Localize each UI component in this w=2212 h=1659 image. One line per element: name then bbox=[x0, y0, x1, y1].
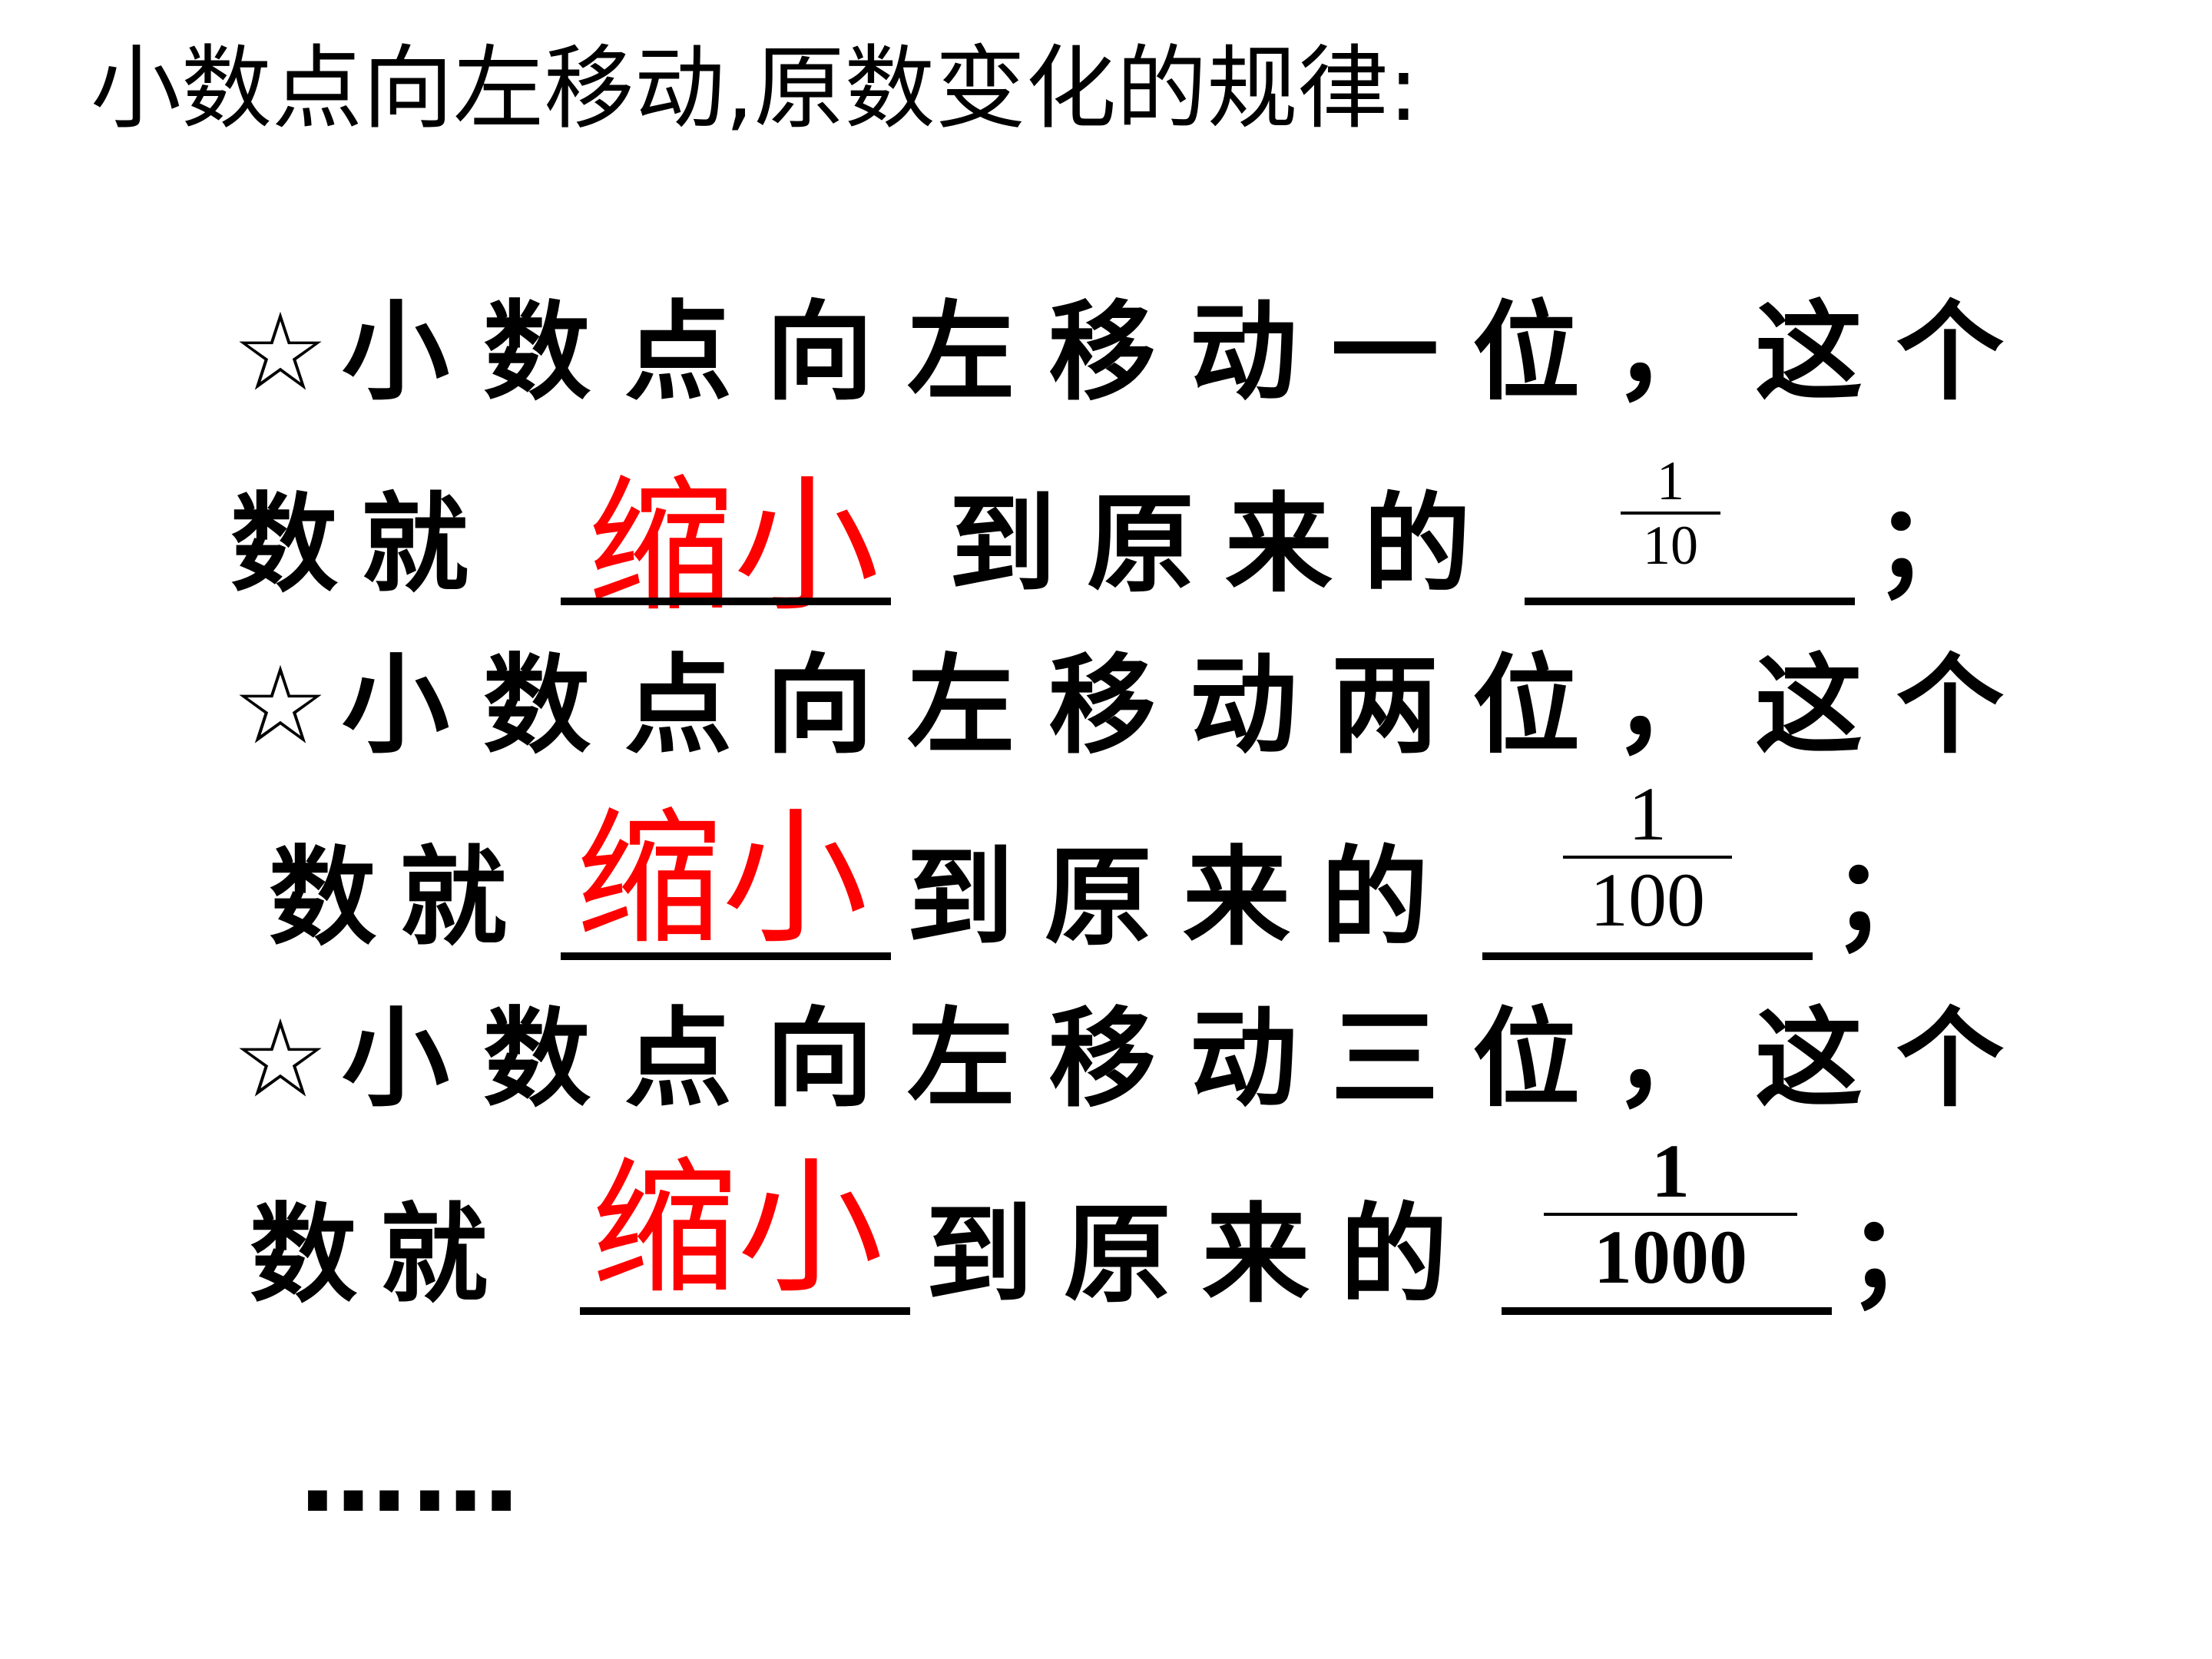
rule-2-prefix: 数就 bbox=[269, 836, 531, 961]
fraction-denominator: 100 bbox=[1590, 857, 1705, 942]
star-icon: ☆ bbox=[232, 997, 329, 1122]
rule-1-fraction-blank bbox=[1525, 598, 1855, 605]
page-title: 小数点向左移动,原数变化的规律: bbox=[91, 35, 1419, 141]
fraction-bar bbox=[1544, 1213, 1797, 1216]
rule-3-sentence-text: 小数点向左移动三位，这个 bbox=[342, 997, 2038, 1122]
rule-1-sentence-text: 小数点向左移动一位，这个 bbox=[342, 290, 2038, 416]
rule-2-fraction: 1 100 bbox=[1563, 776, 1732, 939]
rule-1-sentence: ☆小数点向左移动一位，这个 bbox=[219, 292, 2038, 415]
ellipsis: …… bbox=[300, 1412, 524, 1537]
rule-1-middle: 到原来的 bbox=[949, 482, 1502, 608]
fraction-numerator: 1 bbox=[1657, 450, 1684, 512]
star-icon: ☆ bbox=[232, 290, 329, 416]
fraction-bar bbox=[1621, 512, 1720, 515]
rule-3-prefix: 数就 bbox=[250, 1193, 512, 1318]
rule-2-end: ； bbox=[1832, 836, 1940, 961]
fraction-denominator: 1000 bbox=[1594, 1214, 1747, 1300]
rule-3-middle: 到原来的 bbox=[926, 1193, 1479, 1318]
rule-1-end: ； bbox=[1874, 482, 1982, 608]
rule-2-sentence: ☆小数点向左移动两位，这个 bbox=[219, 645, 2038, 768]
rule-3-fraction-blank bbox=[1502, 1307, 1832, 1315]
fraction-bar bbox=[1563, 856, 1732, 859]
rule-2-answer-blank bbox=[561, 952, 891, 960]
rule-3-answer: 缩小 bbox=[591, 1144, 884, 1313]
star-icon: ☆ bbox=[232, 644, 329, 769]
rule-1-answer-blank bbox=[561, 598, 891, 605]
rule-2-fraction-blank bbox=[1482, 952, 1813, 960]
rule-2-middle: 到原来的 bbox=[906, 836, 1460, 961]
fraction-denominator: 10 bbox=[1643, 515, 1698, 576]
rule-3-fraction: 1 1000 bbox=[1544, 1133, 1797, 1296]
fraction-numerator: 1 bbox=[1651, 1128, 1690, 1214]
rule-1-prefix: 数就 bbox=[230, 482, 492, 608]
rule-3-answer-blank bbox=[580, 1307, 910, 1315]
rule-3-end: ； bbox=[1847, 1193, 1955, 1318]
rule-2-answer: 缩小 bbox=[576, 794, 869, 964]
rule-1-fraction: 1 10 bbox=[1621, 453, 1720, 573]
rule-3-sentence: ☆小数点向左移动三位，这个 bbox=[219, 998, 2038, 1121]
fraction-numerator: 1 bbox=[1628, 771, 1667, 856]
rule-2-sentence-text: 小数点向左移动两位，这个 bbox=[342, 644, 2038, 769]
